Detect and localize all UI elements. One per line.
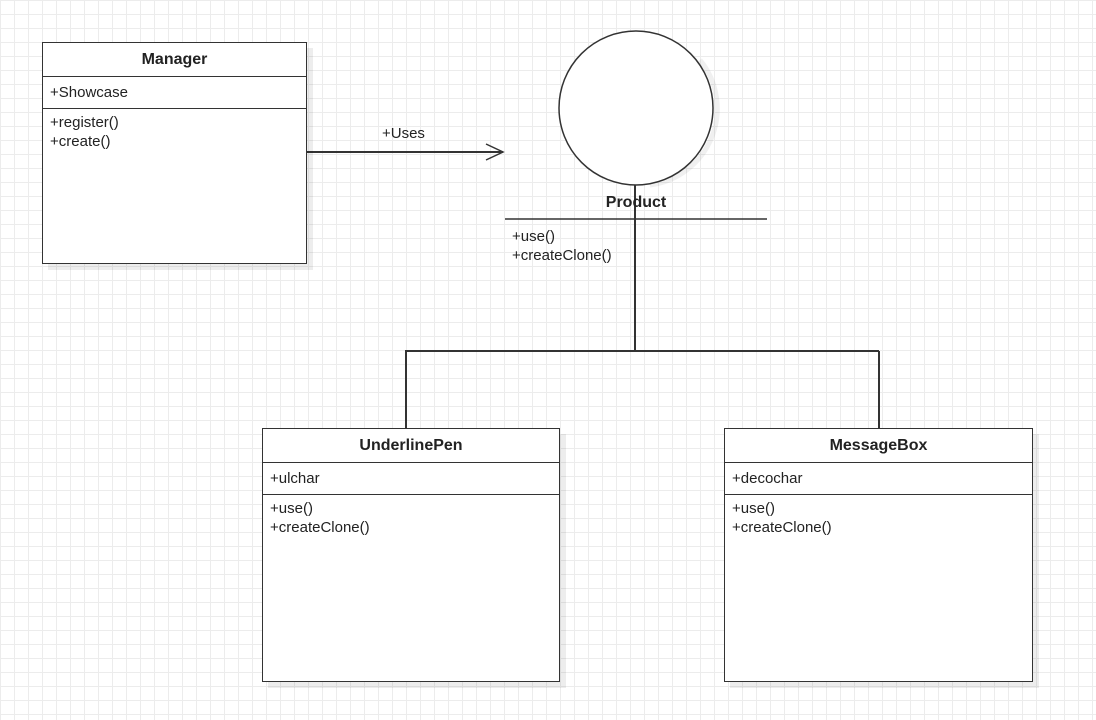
product-operation-createclone: +createClone()	[512, 247, 612, 264]
messagebox-operation-use: +use()	[732, 500, 775, 517]
messagebox-attributes: +decochar	[725, 463, 1032, 495]
manager-operations: +register() +create()	[43, 109, 306, 151]
product-interface-name: Product	[605, 194, 667, 211]
manager-attribute-showcase: +Showcase	[50, 84, 128, 101]
underlinepen-operation-createclone: +createClone()	[270, 519, 370, 536]
underlinepen-attributes: +ulchar	[263, 463, 559, 495]
manager-attributes: +Showcase	[43, 77, 306, 109]
product-interface-circle[interactable]	[558, 30, 714, 186]
messagebox-operations: +use() +createClone()	[725, 495, 1032, 537]
manager-operation-create: +create()	[50, 133, 111, 150]
product-circle-shadow	[649, 58, 720, 188]
manager-class-name: Manager	[43, 43, 306, 77]
underlinepen-class-name: UnderlinePen	[263, 429, 559, 463]
messagebox-class-name: MessageBox	[725, 429, 1032, 463]
uses-label: +Uses	[382, 125, 425, 142]
product-operations: +use() +createClone()	[512, 227, 612, 265]
manager-operation-register: +register()	[50, 114, 119, 131]
messagebox-attribute-decochar: +decochar	[732, 470, 803, 487]
underlinepen-operation-use: +use()	[270, 500, 313, 517]
messagebox-operation-createclone: +createClone()	[732, 519, 832, 536]
manager-class[interactable]: Manager +Showcase +register() +create()	[42, 42, 307, 264]
uses-arrowhead	[485, 143, 505, 161]
messagebox-class[interactable]: MessageBox +decochar +use() +createClone…	[724, 428, 1033, 682]
underlinepen-attribute-ulchar: +ulchar	[270, 470, 320, 487]
product-operation-use: +use()	[512, 228, 555, 245]
underlinepen-operations: +use() +createClone()	[263, 495, 559, 537]
underlinepen-class[interactable]: UnderlinePen +ulchar +use() +createClone…	[262, 428, 560, 682]
